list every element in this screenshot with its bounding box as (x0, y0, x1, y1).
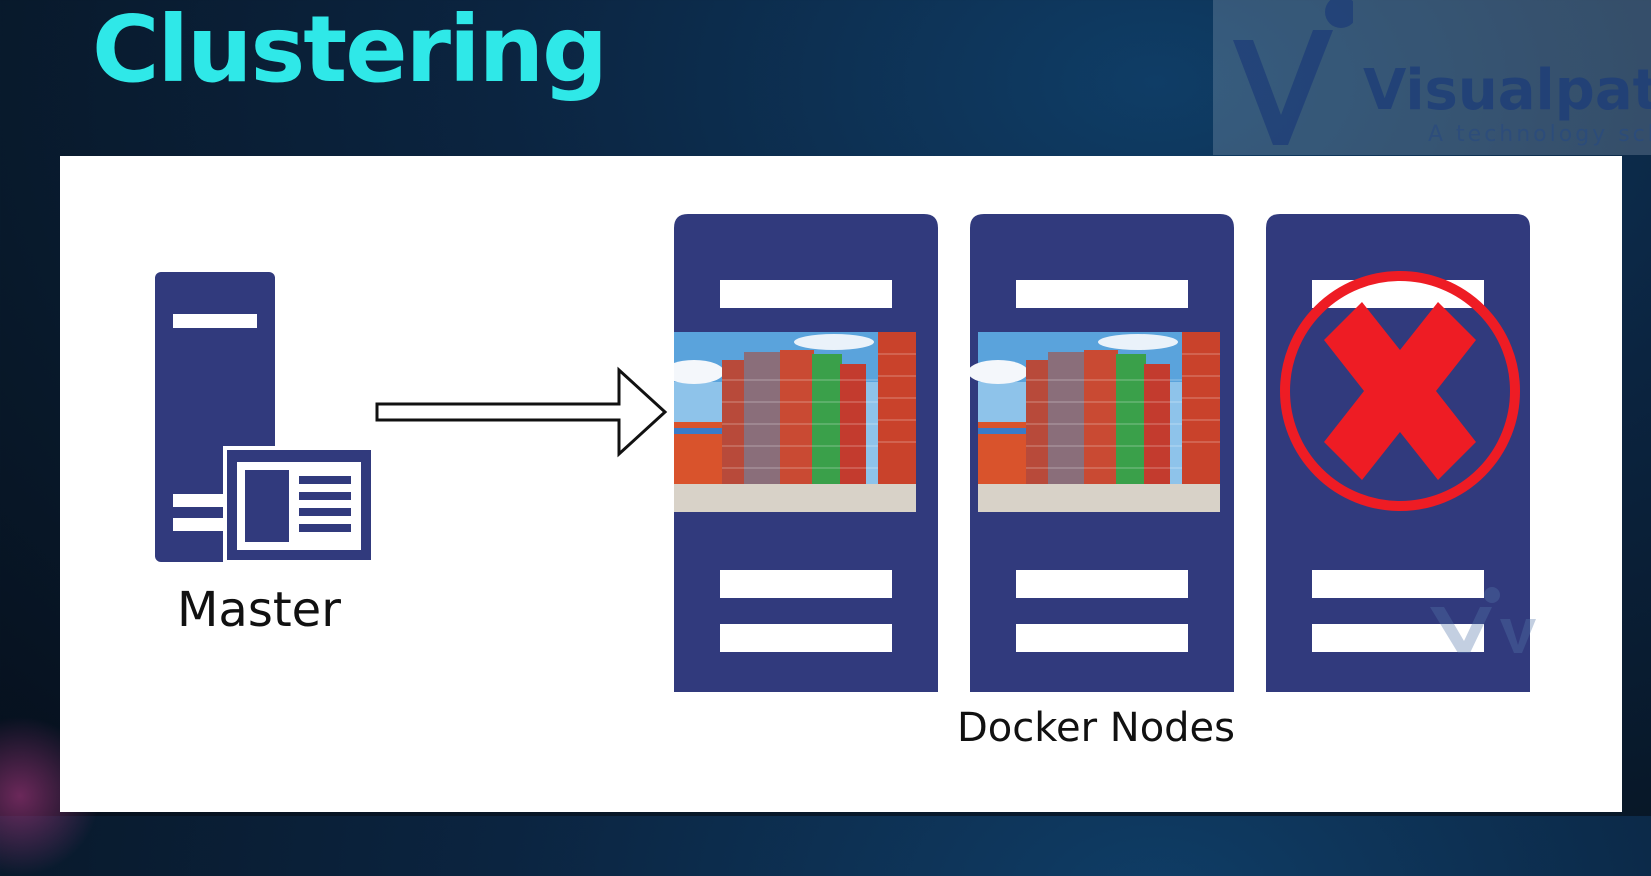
red-x-icon (1280, 271, 1520, 511)
master-server-icon (155, 272, 375, 564)
docker-node-1 (674, 214, 938, 692)
slide-title: Clustering (92, 0, 608, 103)
containers-image (970, 332, 1220, 512)
brand-logo: Visualpath A technology school (1213, 0, 1651, 155)
watermark-logo (1430, 587, 1536, 653)
arrow-right-icon (375, 366, 668, 458)
docker-nodes-label: Docker Nodes (957, 705, 1236, 751)
diagram-panel: Master (60, 156, 1622, 812)
brand-name: Visualpath (1363, 58, 1651, 123)
docker-node-3 (1266, 214, 1530, 692)
brand-tagline: A technology school (1428, 122, 1651, 147)
master-label: Master (177, 582, 341, 638)
containers-image (674, 332, 916, 512)
docker-node-2 (970, 214, 1234, 692)
logo-v-mark (1233, 0, 1353, 145)
